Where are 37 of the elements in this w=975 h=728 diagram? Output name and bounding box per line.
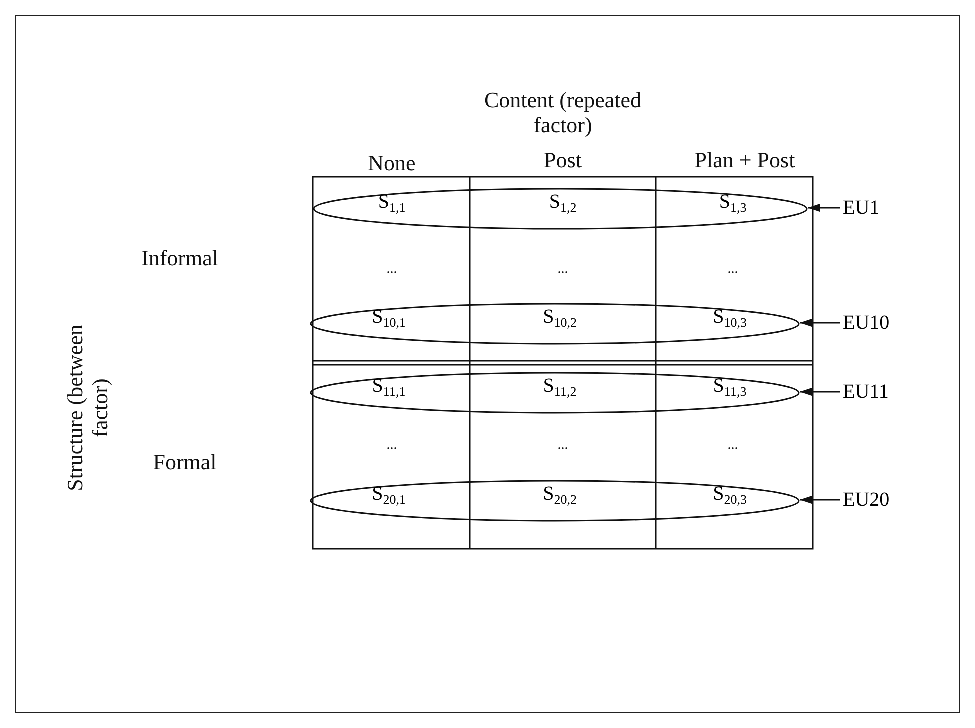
cell-label: S$_{20,1}$ — [372, 483, 406, 505]
ellipsis: ... — [558, 438, 568, 454]
cell-label: S$_{20,2}$ — [543, 483, 577, 505]
cell-label: S$_{11,3}$ — [713, 375, 747, 397]
cell-label: S$_{10,2}$ — [543, 306, 577, 328]
cell-label: S$_{10,3}$ — [713, 306, 747, 328]
axis-title: Content (repeated factor) — [484, 88, 642, 138]
cell-label: S$_{11,1}$ — [372, 375, 406, 397]
level-label: Formal — [153, 449, 217, 475]
ellipsis: ... — [558, 262, 568, 278]
unit-label: EU1 — [843, 197, 880, 219]
unit-ellipse — [310, 480, 800, 522]
arrow — [800, 388, 840, 396]
unit-ellipse — [313, 188, 808, 230]
arrow — [800, 496, 840, 504]
cell-label: S$_{20,3}$ — [713, 483, 747, 505]
arrow — [808, 204, 840, 212]
arrow — [800, 319, 840, 327]
unit-ellipse — [310, 372, 800, 414]
ellipsis: ... — [728, 438, 738, 454]
cell-label: S$_{10,1}$ — [372, 306, 406, 328]
ellipsis: ... — [386, 262, 398, 278]
axis-title: Structure (between factor) — [62, 324, 114, 494]
unit-label: EU11 — [843, 381, 889, 403]
unit-ellipse — [310, 303, 800, 345]
level-label: Plan + Post — [694, 147, 796, 173]
cell-label: S$_{1,1}$ — [378, 191, 406, 213]
ellipsis: ... — [386, 438, 398, 454]
cell-label: S$_{11,2}$ — [543, 375, 577, 397]
unit-label: EU10 — [843, 312, 890, 334]
ellipsis: ... — [728, 262, 738, 278]
cell-label: S$_{1,3}$ — [719, 191, 747, 213]
level-label: Informal — [142, 245, 218, 271]
unit-label: EU20 — [843, 489, 890, 511]
cell-label: S$_{1,2}$ — [549, 191, 577, 213]
level-label: Post — [544, 147, 582, 173]
level-label: None — [368, 150, 416, 176]
